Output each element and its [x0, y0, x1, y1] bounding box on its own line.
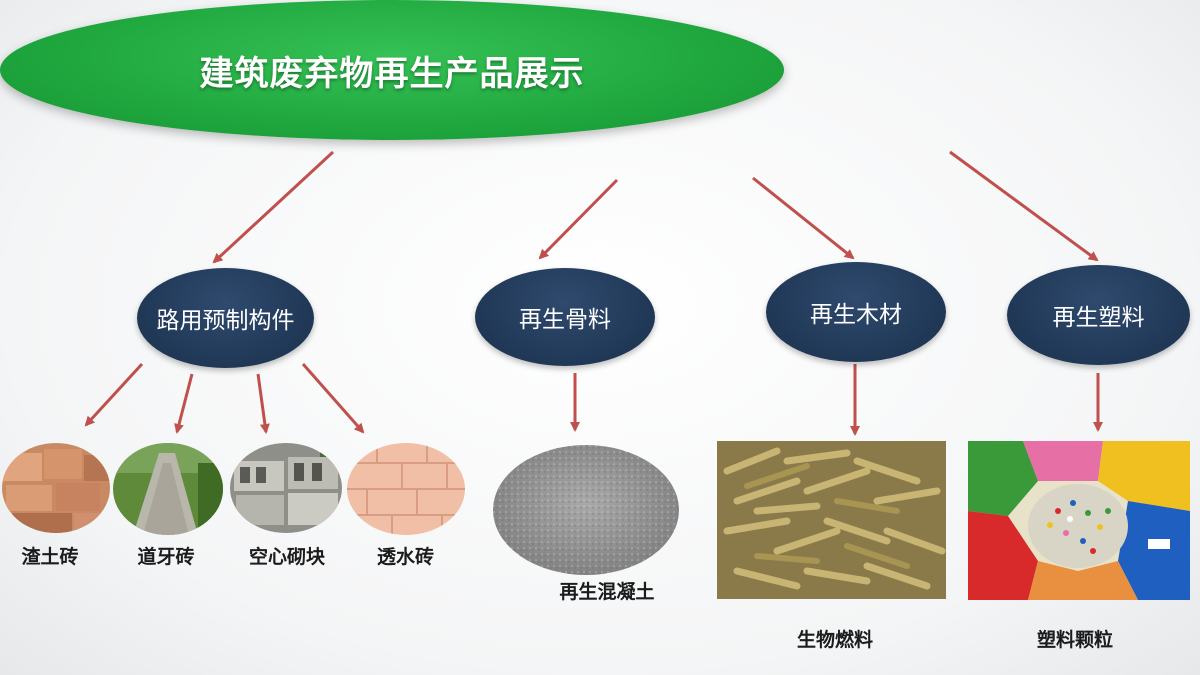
- arrow-road-to-permeable: [301, 363, 365, 434]
- category-label: 再生骨料: [519, 307, 611, 333]
- clay-bricks-photo: [2, 443, 110, 533]
- category-label: 路用预制构件: [156, 308, 295, 334]
- product-label-curb-bricks: 道牙砖: [137, 546, 195, 568]
- category-label: 再生木材: [810, 302, 902, 328]
- arrow-title-to-road: [212, 150, 335, 264]
- arrow-road-to-clay: [84, 362, 144, 427]
- hollow-blocks-photo: [230, 443, 342, 533]
- product-label-plastic-granules: 塑料颗粒: [1036, 629, 1113, 651]
- arrow-title-to-aggregate: [538, 178, 619, 260]
- product-label-recycled-concrete: 再生混凝土: [559, 581, 655, 603]
- category-recycled-plastic: 再生塑料: [1007, 265, 1190, 365]
- recycled-concrete-photo: [493, 445, 679, 575]
- arrow-title-to-wood: [752, 176, 855, 260]
- product-label-biofuel: 生物燃料: [796, 629, 873, 651]
- title-ellipse: 建筑废弃物再生产品展示: [0, 0, 784, 140]
- wood-pellets-photo: [717, 441, 946, 599]
- product-label-clay-bricks: 渣土砖: [21, 546, 79, 568]
- category-label: 再生塑料: [1052, 305, 1145, 331]
- product-label-permeable-bricks: 透水砖: [376, 546, 434, 568]
- permeable-bricks-photo: [347, 443, 465, 535]
- category-road-components: 路用预制构件: [137, 268, 314, 368]
- category-recycled-aggregate: 再生骨料: [475, 268, 655, 366]
- product-label-hollow-blocks: 空心砌块: [248, 546, 325, 568]
- category-recycled-wood: 再生木材: [766, 262, 946, 362]
- arrow-road-to-curb: [174, 373, 194, 434]
- diagram-title: 建筑废弃物再生产品展示: [199, 53, 585, 94]
- plastic-granules-photo: [968, 441, 1190, 600]
- arrow-title-to-plastic: [949, 150, 1099, 262]
- curb-path-photo: [113, 443, 223, 535]
- arrow-road-to-hollow: [256, 373, 270, 434]
